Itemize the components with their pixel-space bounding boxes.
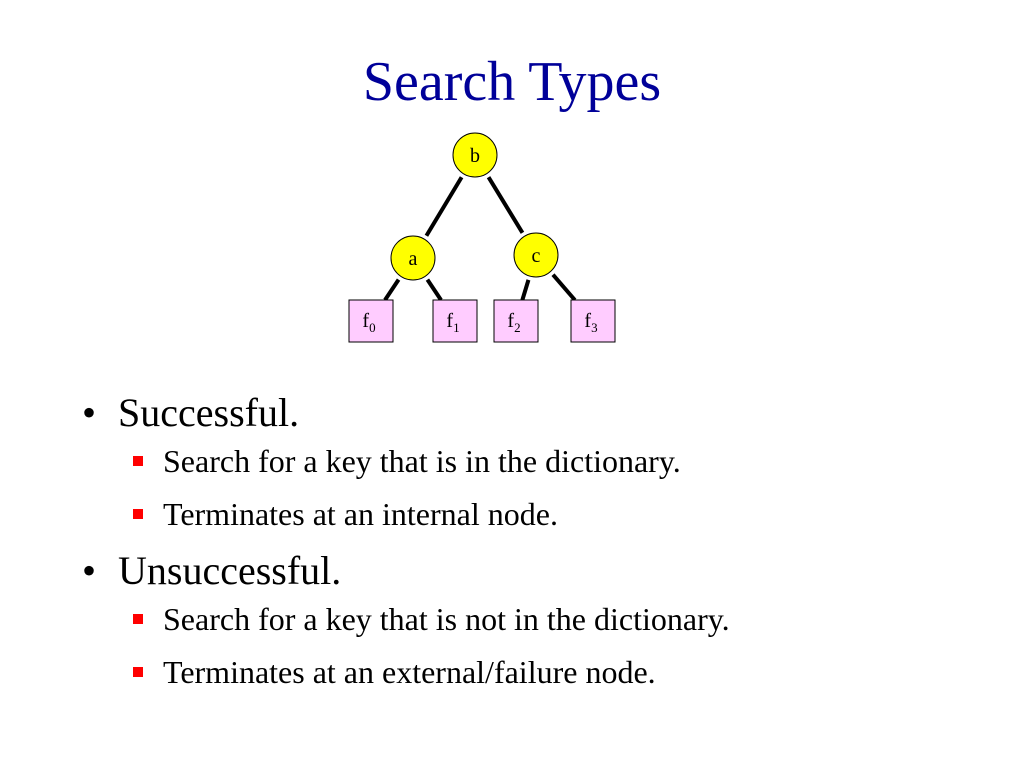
bullet-successful: • Successful. Search for a key that is i…: [0, 390, 1024, 533]
internal-node-circle: [390, 235, 436, 281]
red-square-bullet-icon: [133, 667, 143, 677]
tree-edge-c-f2: [520, 279, 531, 301]
sub-bullet-text: Search for a key that is not in the dict…: [163, 601, 730, 637]
internal-node-c: c: [513, 232, 559, 278]
bullet-dot-icon: •: [82, 390, 97, 435]
tree-edge-a-f1: [425, 278, 443, 302]
red-square-bullet-icon: [133, 456, 143, 466]
external-node-box: [348, 299, 394, 343]
tree-edge-b-c: [486, 176, 525, 234]
internal-node-label: c: [532, 245, 541, 267]
internal-node-circle: [452, 132, 498, 178]
internal-node-a: a: [390, 235, 436, 281]
bullet-unsuccessful: • Unsuccessful. Search for a key that is…: [0, 548, 1024, 691]
sub-bullet-text: Search for a key that is in the dictiona…: [163, 443, 681, 479]
external-node-box: [493, 299, 539, 343]
tree-edge-c-f3: [551, 273, 577, 302]
external-node-subscript: 1: [453, 320, 460, 335]
sub-bullet-text: Terminates at an external/failure node.: [163, 654, 656, 690]
tree-nodes: b a c f0 f1 f2 f3: [348, 132, 616, 343]
bullet-text: Unsuccessful.: [118, 548, 342, 593]
internal-node-circle: [513, 232, 559, 278]
binary-search-tree-diagram: b a c f0 f1 f2 f3: [348, 132, 616, 343]
external-node-f1: f1: [432, 299, 478, 343]
internal-node-label: b: [470, 145, 480, 167]
external-node-subscript: 0: [369, 320, 376, 335]
external-node-box: [570, 299, 616, 343]
red-square-bullet-icon: [133, 614, 143, 624]
external-node-box: [432, 299, 478, 343]
slide-title: Search Types: [362, 51, 662, 113]
external-node-subscript: 2: [514, 320, 521, 335]
sub-bullet-item: Search for a key that is in the dictiona…: [118, 442, 1024, 480]
sub-bullet-item: Terminates at an internal node.: [118, 495, 1024, 533]
external-node-f0: f0: [348, 299, 394, 343]
sub-bullet-list: Search for a key that is in the dictiona…: [118, 442, 1024, 533]
internal-node-label: a: [409, 248, 418, 270]
tree-edges: [383, 176, 577, 302]
sub-bullet-text: Terminates at an internal node.: [163, 496, 558, 532]
internal-node-b: b: [452, 132, 498, 178]
sub-bullet-item: Search for a key that is not in the dict…: [118, 600, 1024, 638]
bullet-dot-icon: •: [82, 548, 97, 593]
red-square-bullet-icon: [133, 509, 143, 519]
sub-bullet-item: Terminates at an external/failure node.: [118, 653, 1024, 691]
tree-edge-a-f0: [383, 278, 401, 302]
tree-edge-b-a: [424, 176, 464, 237]
external-node-subscript: 3: [591, 320, 598, 335]
external-node-f2: f2: [493, 299, 539, 343]
sub-bullet-list: Search for a key that is not in the dict…: [118, 600, 1024, 691]
external-node-f3: f3: [570, 299, 616, 343]
bullet-list: • Successful. Search for a key that is i…: [0, 390, 1024, 706]
bullet-text: Successful.: [118, 390, 300, 435]
